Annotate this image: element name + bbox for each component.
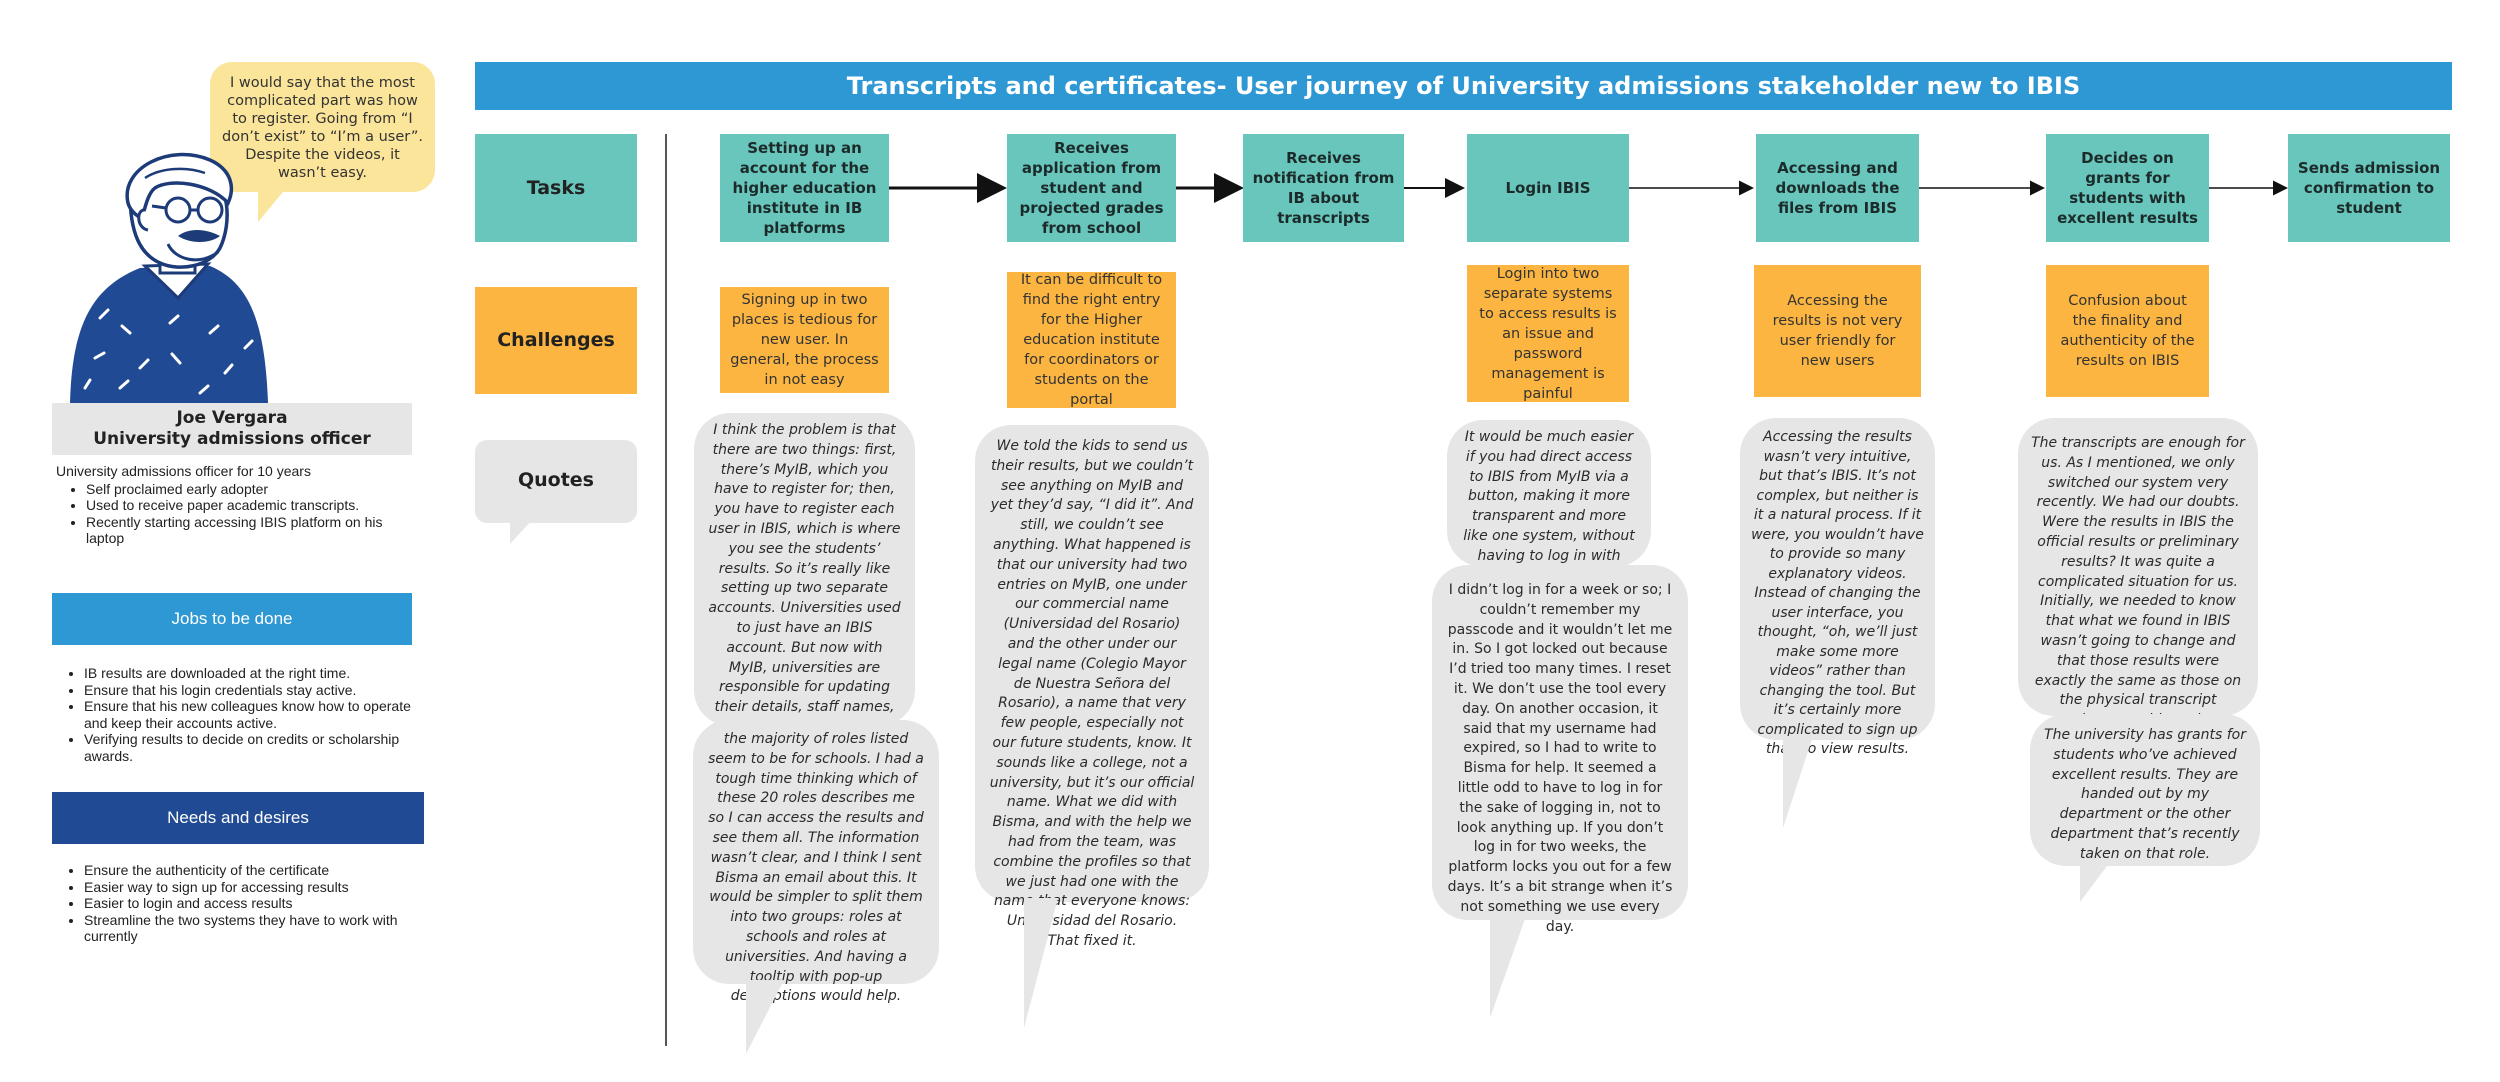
persona-description: University admissions officer for 10 yea… bbox=[56, 463, 416, 547]
list-item: Ensure that his login credentials stay a… bbox=[84, 682, 426, 699]
challenge-card: Login into two separate systems to acces… bbox=[1467, 265, 1629, 402]
persona-traits-list: Self proclaimed early adopter Used to re… bbox=[56, 481, 416, 547]
quote-bubble: I think the problem is that there are tw… bbox=[694, 413, 915, 775]
list-item: Used to receive paper academic transcrip… bbox=[86, 497, 416, 514]
task-card: Accessing and downloads the files from I… bbox=[1756, 134, 1919, 242]
quote-bubble-tail bbox=[1024, 898, 1058, 1028]
quote-bubble-tail bbox=[1783, 736, 1813, 828]
persona-quote-bubble: I would say that the most complicated pa… bbox=[210, 62, 435, 192]
challenge-card: Signing up in two places is tedious for … bbox=[720, 287, 889, 393]
quote-bubble: We told the kids to send us their result… bbox=[975, 425, 1209, 949]
persona-avatar bbox=[70, 152, 268, 403]
list-item: Recently starting accessing IBIS platfor… bbox=[86, 514, 416, 547]
persona-name-box: Joe Vergara University admissions office… bbox=[52, 403, 412, 455]
quote-bubble: the majority of roles listed seem to be … bbox=[693, 720, 939, 1004]
task-card: Receives application from student and pr… bbox=[1007, 134, 1176, 242]
quote-bubble: I didn’t log in for a week or so; I coul… bbox=[1432, 565, 1688, 935]
task-card: Setting up an account for the higher edu… bbox=[720, 134, 889, 242]
task-card: Decides on grants for students with exce… bbox=[2046, 134, 2209, 242]
list-item: Easier to login and access results bbox=[84, 895, 426, 912]
task-card: Sends admission confirmation to student bbox=[2288, 134, 2450, 242]
row-label-challenges: Challenges bbox=[475, 287, 637, 394]
needs-and-desires-heading: Needs and desires bbox=[52, 792, 424, 844]
list-item: Streamline the two systems they have to … bbox=[84, 912, 426, 945]
challenge-card: Confusion about the finality and authent… bbox=[2046, 265, 2209, 397]
persona-summary: University admissions officer for 10 yea… bbox=[56, 463, 311, 479]
quote-bubble: It would be much easier if you had direc… bbox=[1447, 420, 1651, 584]
quote-bubble: The university has grants for students w… bbox=[2030, 714, 2260, 866]
jobs-list: IB results are downloaded at the right t… bbox=[56, 665, 426, 764]
list-item: IB results are downloaded at the right t… bbox=[84, 665, 426, 682]
persona-quote-tail bbox=[258, 186, 288, 222]
quote-bubble-tail bbox=[1490, 916, 1526, 1018]
list-item: Verifying results to decide on credits o… bbox=[84, 731, 426, 764]
persona-quote-text: I would say that the most complicated pa… bbox=[222, 75, 423, 181]
challenge-card: It can be difficult to find the right en… bbox=[1007, 272, 1176, 408]
list-item: Ensure that his new colleagues know how … bbox=[84, 698, 426, 731]
challenge-card: Accessing the results is not very user f… bbox=[1754, 265, 1921, 397]
quote-bubble-tail bbox=[746, 980, 784, 1054]
row-label-quotes: Quotes bbox=[475, 440, 637, 523]
list-item: Ensure the authenticity of the certifica… bbox=[84, 862, 426, 879]
persona-name: Joe Vergara bbox=[176, 408, 288, 428]
quote-bubble: Accessing the results wasn’t very intuit… bbox=[1740, 418, 1935, 757]
page-title: Transcripts and certificates- User journ… bbox=[475, 62, 2452, 110]
needs-list: Ensure the authenticity of the certifica… bbox=[56, 862, 426, 945]
quote-bubble-tail bbox=[2080, 862, 2110, 902]
task-card: Login IBIS bbox=[1467, 134, 1629, 242]
quote-bubble: The transcripts are enough for us. As I … bbox=[2018, 418, 2258, 728]
row-label-tasks: Tasks bbox=[475, 134, 637, 242]
vertical-divider bbox=[665, 134, 667, 1046]
quotes-label-tail bbox=[510, 520, 532, 544]
persona-role: University admissions officer bbox=[93, 429, 371, 449]
list-item: Self proclaimed early adopter bbox=[86, 481, 416, 498]
list-item: Easier way to sign up for accessing resu… bbox=[84, 879, 426, 896]
task-card: Receives notification from IB about tran… bbox=[1243, 134, 1404, 242]
jobs-to-be-done-heading: Jobs to be done bbox=[52, 593, 412, 645]
